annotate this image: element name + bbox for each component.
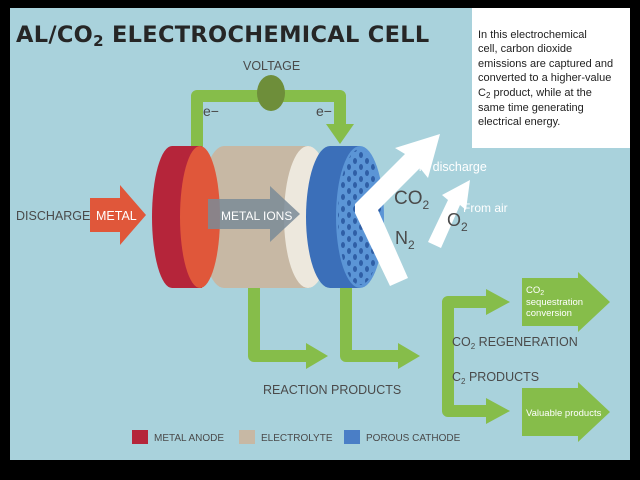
diagram-panel: VOLTAGE e− e− DISCHARGE METAL METAL IONS… — [10, 8, 630, 460]
metal-inflow-arrow — [90, 185, 146, 245]
metal-label: METAL — [96, 209, 137, 223]
description-box — [472, 8, 630, 148]
description-text: In this electrochemical cell, carbon dio… — [478, 29, 614, 129]
legend-swatch-anode — [132, 430, 148, 444]
branch-arrow-top — [486, 289, 510, 315]
wire-arrowhead — [326, 124, 354, 144]
voltage-label: VOLTAGE — [243, 59, 300, 73]
gas-chevron-arrow — [355, 134, 440, 286]
branch-pipe — [442, 296, 488, 417]
reaction-products-label: REACTION PRODUCTS — [263, 383, 401, 397]
legend-label-anode: METAL ANODE — [154, 433, 224, 444]
legend-label-cathode: POROUS CATHODE — [366, 433, 461, 444]
electron-label-left: e− — [203, 103, 219, 119]
electron-label-right: e− — [316, 103, 332, 119]
from-air-label: From air — [463, 201, 508, 215]
sequestration-text-3: conversion — [526, 308, 572, 319]
o2-label: O2 — [447, 210, 468, 234]
page-title: AL/CO2 ELECTROCHEMICAL CELL — [16, 22, 430, 50]
outlet-arrow-left — [306, 343, 328, 369]
discharge-label: DISCHARGE — [16, 209, 90, 223]
sequestration-text-1: CO2 — [526, 285, 544, 297]
legend-swatch-electrolyte — [239, 430, 255, 444]
valuable-products-arrow — [522, 382, 610, 442]
metal-ions-arrow — [208, 186, 300, 242]
outlet-pipe-left — [248, 288, 308, 362]
branch-arrow-bottom — [486, 398, 510, 424]
cell-diagram: VOLTAGE e− e− DISCHARGE METAL METAL IONS… — [16, 59, 610, 444]
metal-ions-label: METAL IONS — [221, 209, 292, 223]
valuable-products-text: Valuable products — [526, 408, 602, 419]
anode-face — [180, 146, 220, 288]
legend-swatch-cathode — [344, 430, 360, 444]
legend-label-electrolyte: ELECTROLYTE — [261, 433, 333, 444]
sequestration-text-2: sequestration — [526, 297, 583, 308]
outlet-arrow-right — [398, 343, 420, 369]
sequestration-arrow — [522, 272, 610, 332]
n2-label: N2 — [395, 228, 415, 252]
co2-label: CO2 — [394, 188, 430, 212]
voltage-node — [257, 75, 285, 111]
outlet-pipe-right — [340, 288, 400, 362]
anode-back — [152, 146, 192, 288]
co2-regeneration-label: CO2 REGENERATION — [452, 335, 578, 351]
c2-products-label: C2 PRODUCTS — [452, 370, 539, 386]
from-discharge-label: From discharge — [400, 160, 487, 174]
air-arrow — [428, 180, 470, 248]
